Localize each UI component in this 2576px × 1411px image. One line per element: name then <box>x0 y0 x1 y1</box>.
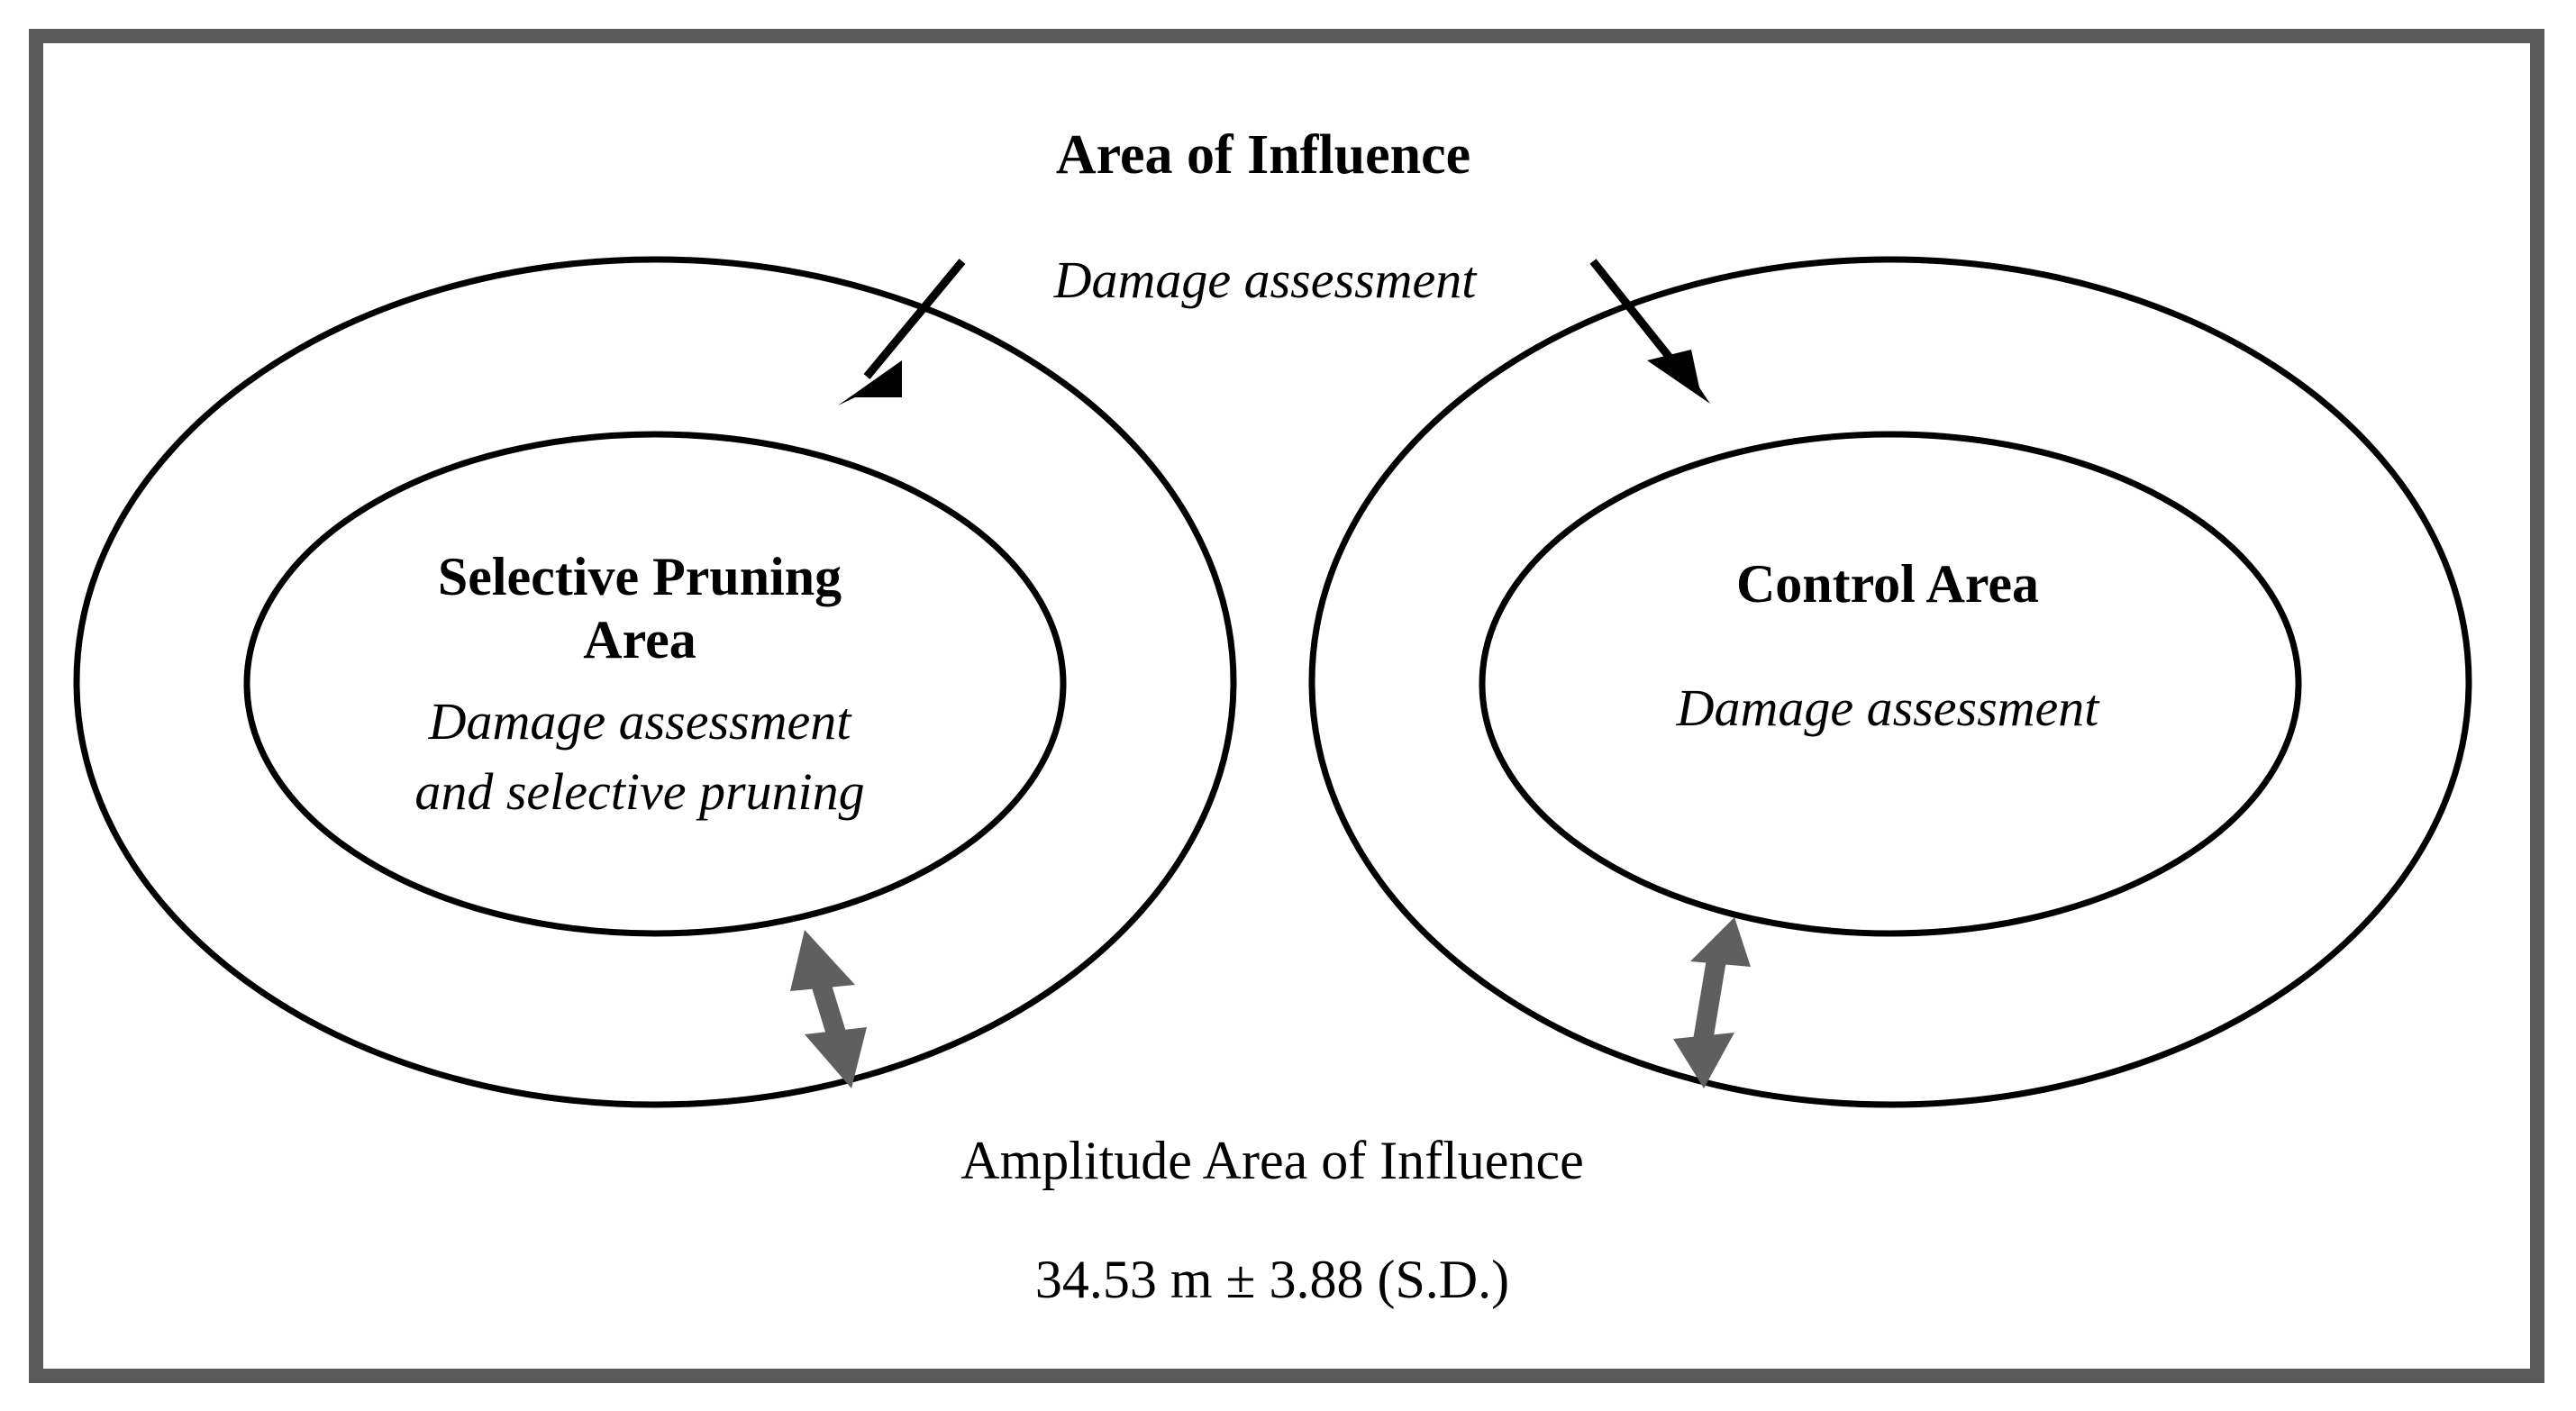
arrow-down-left-icon <box>838 259 966 405</box>
figure-border <box>29 29 2544 1383</box>
amplitude-label: Amplitude Area of Influence <box>960 1131 1583 1190</box>
zone-detail-control-line1: Damage assessment <box>1676 678 2101 737</box>
inner-ellipse-selective-pruning <box>243 431 1067 937</box>
top-damage-assessment-label: Damage assessment <box>1053 250 1479 309</box>
outer-ellipse-control <box>1308 256 2472 1108</box>
zone-detail-selective-pruning-line1: Damage assessment <box>428 692 853 751</box>
outer-ellipse-selective-pruning <box>73 256 1237 1108</box>
zone-detail-selective-pruning-line2: and selective pruning <box>414 762 864 821</box>
zone-heading-selective-pruning-line1: Selective Pruning <box>438 547 842 606</box>
double-headed-arrow-icon-right <box>1673 917 1751 1088</box>
zone-heading-control-line1: Control Area <box>1736 554 2039 614</box>
inner-ellipse-control <box>1479 431 2302 937</box>
amplitude-value: 34.53 m ± 3.88 (S.D.) <box>1035 1250 1509 1309</box>
arrow-down-right-icon <box>1589 259 1710 404</box>
double-headed-arrow-icon-left <box>790 930 867 1088</box>
zone-heading-selective-pruning-line2: Area <box>583 610 696 669</box>
figure-title: Area of Influence <box>1056 124 1470 186</box>
